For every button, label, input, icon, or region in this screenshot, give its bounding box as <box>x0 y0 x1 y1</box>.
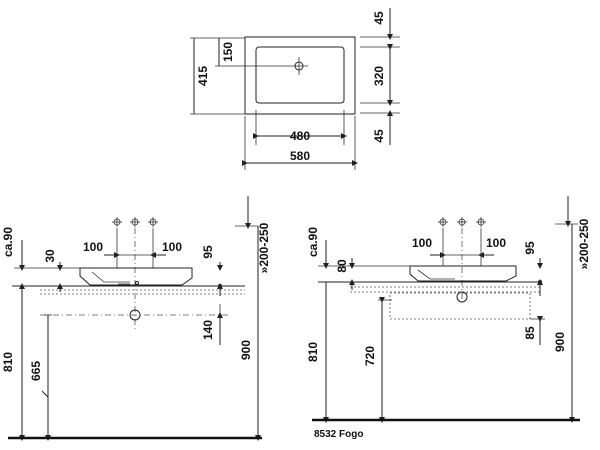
dim-tap-right: 100 <box>486 236 506 250</box>
dim-top-margin: 45 <box>372 11 386 25</box>
basin-outer-outline <box>244 36 356 115</box>
dim-unit-height: 720 <box>363 346 377 366</box>
drawer-unit-outline <box>389 292 531 320</box>
dim-back-offset: 95 <box>201 245 215 259</box>
dim-counter-height: 810 <box>1 352 15 372</box>
dim-ca90: ca.90 <box>1 227 15 257</box>
left-elevation: 100 100 ca.90 30 95 140 810 665 »200-250… <box>1 196 271 441</box>
dim-counter-height: 810 <box>306 342 320 362</box>
dim-total-height: 900 <box>239 340 253 360</box>
dim-tap-left: 100 <box>83 240 103 254</box>
basin-profile <box>409 265 517 282</box>
dim-wall-range: »200-250 <box>577 218 591 269</box>
dim-tap-left: 100 <box>412 236 432 250</box>
dim-siphon: 665 <box>29 361 43 381</box>
dim-basin-depth: 320 <box>372 66 386 86</box>
dim-inner-width: 480 <box>290 129 310 143</box>
dim-total-height: 900 <box>553 332 567 352</box>
waste-outlet-icon <box>456 291 468 303</box>
dim-drawer-offset: 85 <box>523 326 537 340</box>
dim-inner-depth: 150 <box>221 42 235 62</box>
right-elevation: 100 100 ca.90 80 95 810 720 85 »200-250 … <box>306 196 591 440</box>
tap-icon <box>112 217 122 227</box>
dim-outer-depth: 415 <box>196 66 210 86</box>
dim-back-offset: 95 <box>523 241 537 255</box>
model-caption: 8532 Fogo <box>314 429 363 440</box>
tap-icon <box>476 217 486 227</box>
tap-icon <box>438 217 448 227</box>
basin-inner-outline <box>255 46 345 104</box>
dim-wall-range: »200-250 <box>257 222 271 273</box>
dim-drain-height: 140 <box>201 320 215 340</box>
dim-ca90: ca.90 <box>306 227 320 257</box>
plan-view: 45 150 415 320 45 480 580 <box>190 8 400 170</box>
dim-bottom-margin: 45 <box>372 129 386 143</box>
dim-rim-offset: 80 <box>335 259 349 273</box>
tap-icon <box>457 217 467 227</box>
dim-rim-offset: 30 <box>43 249 57 263</box>
tap-icon <box>148 217 158 227</box>
dim-tap-right: 100 <box>162 240 182 254</box>
basin-profile <box>79 267 193 286</box>
dim-outer-width: 580 <box>290 149 310 163</box>
tap-icon <box>130 217 140 227</box>
